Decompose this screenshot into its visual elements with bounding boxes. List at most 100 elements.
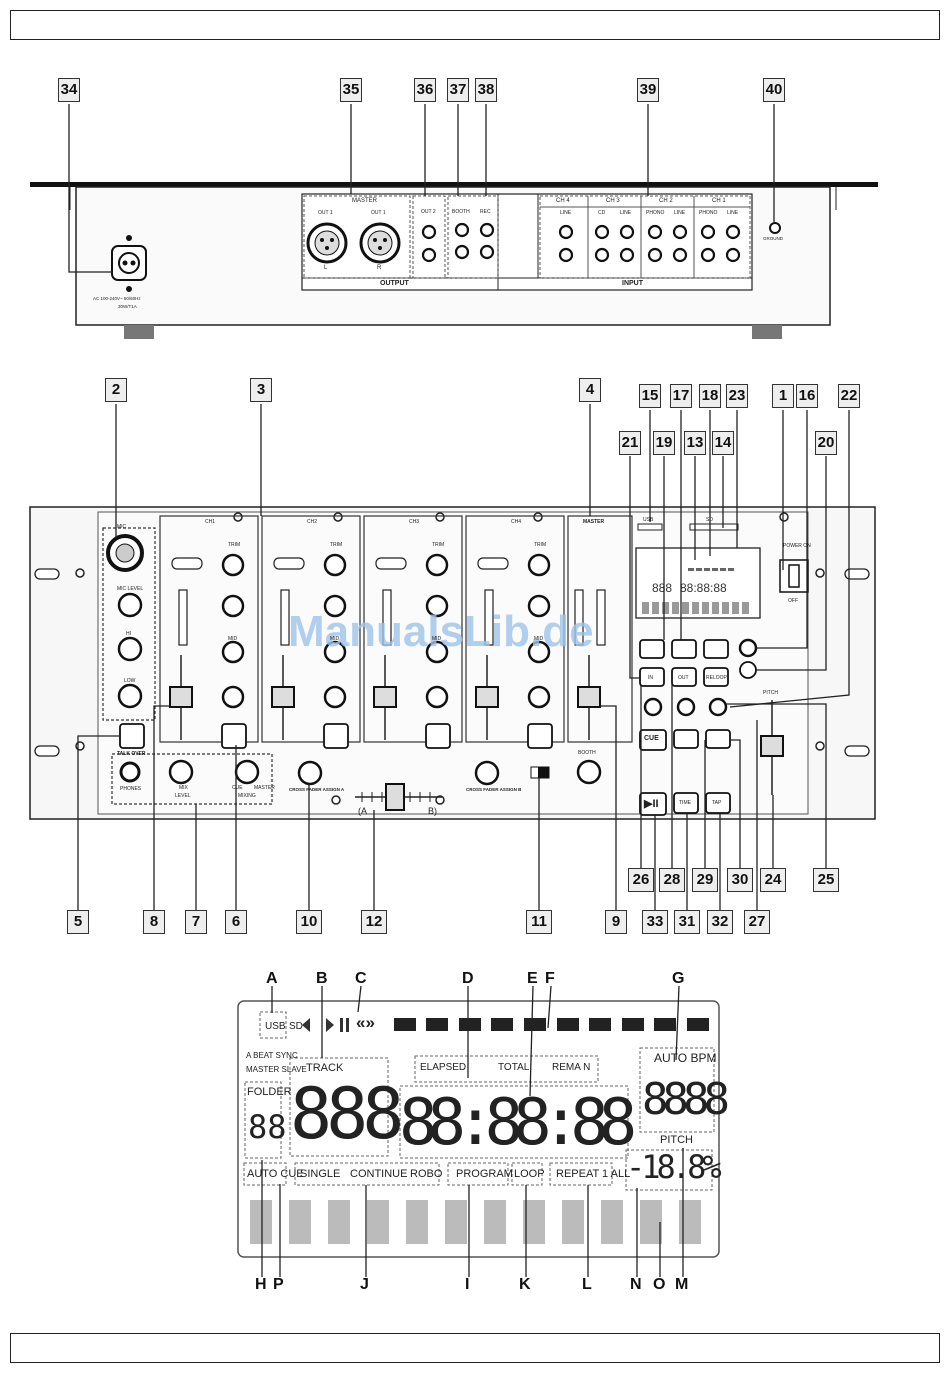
lcd-letter-k: K xyxy=(519,1276,531,1293)
lcd-letter-j: J xyxy=(360,1276,369,1293)
lcd-letter-b: B xyxy=(316,970,328,987)
rear-ch1-line-label: LINE xyxy=(727,210,739,216)
callout-5: 5 xyxy=(67,910,89,934)
front-fader-a-label: (A xyxy=(358,806,367,816)
callout-22: 22 xyxy=(838,384,860,408)
front-out-button[interactable]: OUT xyxy=(678,675,689,681)
rear-ch3-label: CH 3 xyxy=(606,198,620,204)
front-crossfader-assign-b-label: CROSS FADER ASSIGN B xyxy=(466,787,522,792)
callout-30: 30 xyxy=(727,868,753,892)
callout-16: 16 xyxy=(796,384,818,408)
rear-out2-label: OUT 2 xyxy=(421,209,436,215)
callout-7: 7 xyxy=(185,910,207,934)
front-ch4-trim-label: TRIM xyxy=(534,542,547,548)
front-mix-label: MIX xyxy=(179,785,188,791)
lcd-pitch-label: PITCH xyxy=(660,1134,693,1146)
rear-ch4-label: CH 4 xyxy=(556,198,570,204)
rear-ch2-line-label: LINE xyxy=(674,210,686,216)
lcd-letter-m: M xyxy=(675,1276,689,1293)
front-ch1-trim-label: TRIM xyxy=(228,542,241,548)
callout-11: 11 xyxy=(526,910,552,934)
front-cue-button[interactable]: CUE xyxy=(644,735,659,742)
callout-29: 29 xyxy=(692,868,718,892)
lcd-letter-l: L xyxy=(582,1276,592,1293)
callout-14: 14 xyxy=(712,431,734,455)
callout-32: 32 xyxy=(707,910,733,934)
lcd-repeat-label: REPEAT 1 ALL xyxy=(556,1168,631,1180)
front-off-label: OFF xyxy=(788,598,798,604)
lcd-loop-label: LOOP xyxy=(514,1168,545,1180)
front-tap-button[interactable]: TAP xyxy=(712,800,722,806)
front-booth-label: BOOTH xyxy=(578,750,596,756)
callout-10: 10 xyxy=(296,910,322,934)
rear-xlr-l-label: L xyxy=(324,265,328,271)
front-level-label: LEVEL xyxy=(175,793,191,799)
front-mic-hi-label: HI xyxy=(126,631,131,637)
lcd-robo-label: ROBO xyxy=(410,1168,443,1180)
front-cue-knob-label: CUE xyxy=(232,785,243,791)
lcd-letter-i: I xyxy=(465,1276,470,1293)
watermark: ManualsLib.de xyxy=(288,607,594,656)
front-ch3-mid-label: MID xyxy=(432,636,442,642)
lcd-bpm-digits: 8888 xyxy=(642,1074,730,1125)
callout-2: 2 xyxy=(105,378,127,402)
callout-31: 31 xyxy=(674,910,700,934)
front-master-section-label: MASTER xyxy=(583,519,605,525)
front-ch1-label: CH1 xyxy=(205,519,216,525)
lcd-letter-d: D xyxy=(462,970,474,987)
callout-39: 39 xyxy=(637,78,659,102)
callout-18: 18 xyxy=(699,384,721,408)
svg-text:88:88:88: 88:88:88 xyxy=(680,581,727,595)
lcd-usb-indicator: USB xyxy=(265,1021,286,1032)
lcd-sd-indicator: SD xyxy=(289,1021,303,1032)
rear-ch3-cd-label: CD xyxy=(598,210,606,216)
lcd-letter-g: G xyxy=(672,970,685,987)
lcd-beat-sync: A BEAT SYNC xyxy=(246,1051,298,1060)
front-reloop-button[interactable]: RELOOP xyxy=(706,675,727,681)
callout-21: 21 xyxy=(619,431,641,455)
callout-40: 40 xyxy=(763,78,785,102)
lcd-program-label: PROGRAM xyxy=(456,1168,513,1180)
lcd-letter-f: F xyxy=(545,970,555,987)
lcd-letter-e: E xyxy=(527,970,538,987)
rear-ch2-phono-label: PHONO xyxy=(646,210,665,216)
front-in-button[interactable]: IN xyxy=(648,675,653,681)
callout-13: 13 xyxy=(684,431,706,455)
rear-rec-label: REC xyxy=(480,209,491,215)
lcd-time-digits: 88:88:88 xyxy=(399,1086,637,1160)
front-time-button[interactable]: TIME xyxy=(679,800,691,806)
callout-20: 20 xyxy=(815,431,837,455)
callout-24: 24 xyxy=(760,868,786,892)
front-play-pause-button[interactable]: ▶II xyxy=(644,798,659,810)
rear-ch2-label: CH 2 xyxy=(659,198,673,204)
lcd-elapsed-label: ELAPSED xyxy=(420,1062,467,1073)
lcd-letter-h: H xyxy=(255,1276,267,1293)
front-ch4-label: CH4 xyxy=(511,519,522,525)
callout-36: 36 xyxy=(414,78,436,102)
callout-8: 8 xyxy=(143,910,165,934)
lcd-pitch-digits: -18.8% xyxy=(626,1148,722,1186)
lcd-letter-p: P xyxy=(273,1276,284,1293)
lcd-auto-cue-label: AUTO CUE xyxy=(247,1168,304,1180)
rear-xlr-r-label: R xyxy=(377,265,382,271)
callout-26: 26 xyxy=(628,868,654,892)
callout-23: 23 xyxy=(726,384,748,408)
front-crossfader-assign-a-label: CROSS FADER ASSIGN A xyxy=(289,787,345,792)
callout-9: 9 xyxy=(605,910,627,934)
lcd-letter-c: C xyxy=(355,970,367,987)
lcd-total-label: TOTAL xyxy=(498,1062,530,1073)
front-usb-label: USB xyxy=(643,517,654,523)
rear-out1-r-label: OUT 1 xyxy=(371,210,386,216)
front-ch2-label: CH2 xyxy=(307,519,318,525)
lcd-letter-n: N xyxy=(630,1276,642,1293)
callout-35: 35 xyxy=(340,78,362,102)
front-mic-level-label: MIC LEVEL xyxy=(117,586,144,592)
rear-input-label: INPUT xyxy=(622,280,643,287)
rear-ch4-line-label: LINE xyxy=(560,210,572,216)
callout-6: 6 xyxy=(225,910,247,934)
front-ch1-mid-label: MID xyxy=(228,636,238,642)
rear-ch1-label: CH 1 xyxy=(712,198,726,204)
front-ch3-label: CH3 xyxy=(409,519,420,525)
callout-17: 17 xyxy=(670,384,692,408)
lcd-search-icon: «» xyxy=(356,1013,375,1032)
